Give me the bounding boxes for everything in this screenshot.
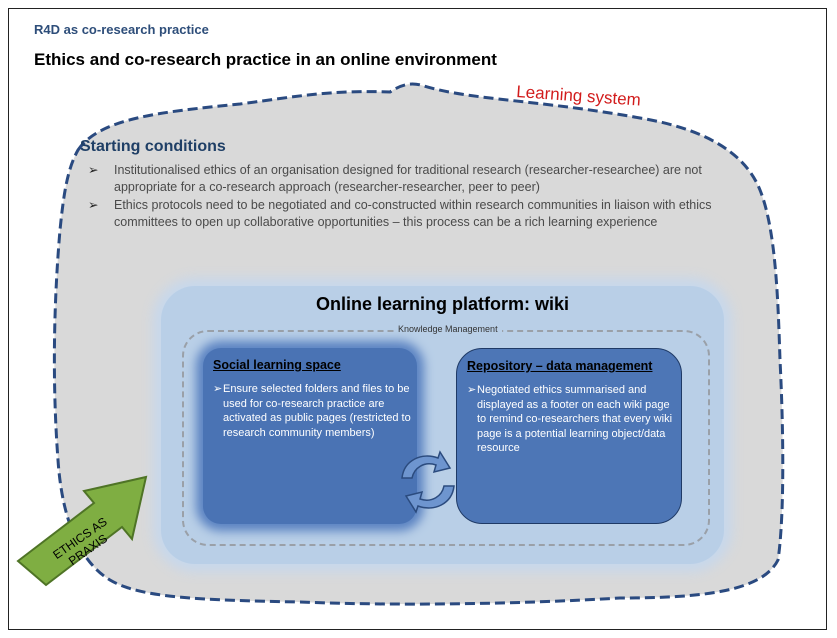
knowledge-management-box: Knowledge Management <box>182 324 710 546</box>
starting-conditions-heading: Starting conditions <box>80 138 226 155</box>
slide-kicker: R4D as co-research practice <box>34 22 209 37</box>
arrow-bullet-icon: ➢ <box>88 163 99 177</box>
online-learning-platform: Online learning platform: wiki Knowledge… <box>161 286 724 564</box>
platform-title: Online learning platform: wiki <box>315 294 570 314</box>
list-item: ➢ Institutionalised ethics of an organis… <box>88 162 748 196</box>
cycle-arrows-icon <box>401 450 455 514</box>
starting-conditions-list: ➢ Institutionalised ethics of an organis… <box>88 162 748 232</box>
social-learning-text: Ensure selected folders and files to be … <box>223 383 411 439</box>
slide-title: Ethics and co-research practice in an on… <box>34 50 497 69</box>
ethics-praxis-arrow <box>16 475 148 587</box>
list-item-text: Ethics protocols need to be negotiated a… <box>114 198 712 229</box>
social-learning-heading: Social learning space <box>213 358 341 372</box>
arrow-bullet-icon: ➢ <box>88 198 99 212</box>
repository-box: Repository – data management ➢ Negotiate… <box>456 348 682 524</box>
arrow-bullet-icon: ➢ <box>213 383 223 395</box>
slide-frame <box>8 8 827 630</box>
cycle-arrow-bottom <box>404 485 455 514</box>
repository-text-block: ➢ Negotiated ethics summarised and displ… <box>467 383 673 456</box>
social-learning-space-box: Social learning space ➢ Ensure selected … <box>203 348 417 524</box>
repository-text: Negotiated ethics summarised and display… <box>477 384 673 454</box>
list-item: ➢ Ethics protocols need to be negotiated… <box>88 197 748 231</box>
arrow-bullet-icon: ➢ <box>467 384 477 396</box>
repository-heading: Repository – data management <box>467 359 653 373</box>
knowledge-management-label: Knowledge Management <box>394 324 502 334</box>
ethics-arrow-shape <box>16 475 148 587</box>
cycle-arrow-top <box>401 450 452 479</box>
social-learning-text-block: ➢ Ensure selected folders and files to b… <box>213 382 419 440</box>
list-item-text: Institutionalised ethics of an organisat… <box>114 163 702 194</box>
